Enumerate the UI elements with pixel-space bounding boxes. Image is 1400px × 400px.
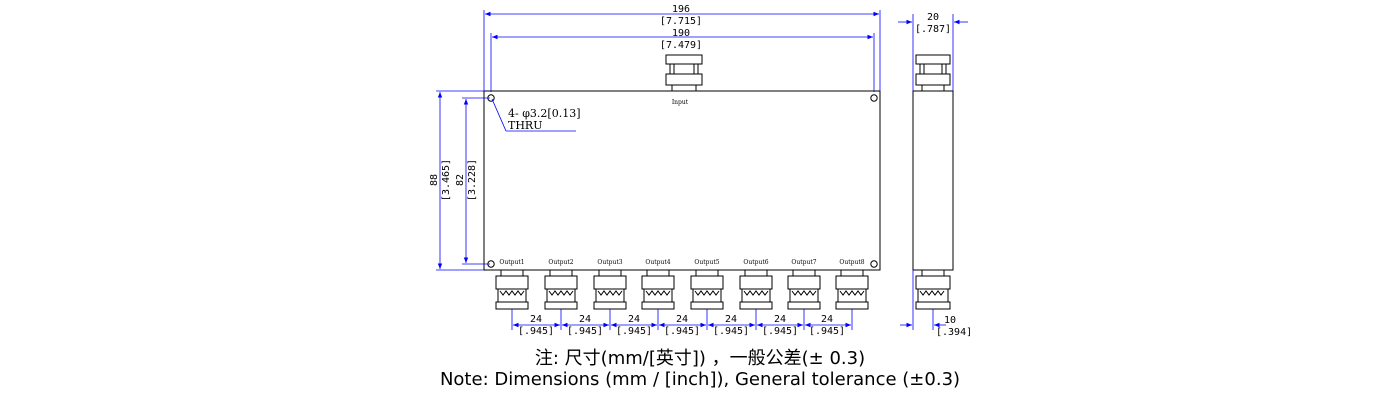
divider-body [483,90,881,271]
pitch-dimension-lines [511,309,853,330]
pitch-dim-7: 24 [.945] [809,314,845,337]
power-divider-drawing: Input 4- φ3.2[0.13] THRU Output1 Output2… [429,4,972,338]
output-label: Output8 [839,259,864,266]
pitch-inch: [.945] [567,326,603,337]
output-label: Output5 [694,259,719,266]
output-label: Output2 [548,259,573,266]
pitch-mm: 24 [725,314,737,325]
output-label: Output7 [791,259,816,266]
hole-spacing-height-inch: [3.228] [467,159,478,201]
hole-callout-line2: THRU [508,119,542,132]
side-offset-mm: 10 [944,315,956,326]
pitch-mm: 24 [530,314,542,325]
overall-height-mm: 88 [429,174,440,186]
output-connector [690,269,724,310]
hole-leader [491,98,507,132]
pitch-dim-6: 24 [.945] [762,314,798,337]
overall-width-inch: [7.715] [660,16,702,27]
mounting-hole-tr [870,94,878,102]
output-connector [835,269,869,310]
hole-callout-line1: 4- φ3.2[0.13] [508,107,580,120]
side-offset-inch: [.394] [936,327,972,338]
side-output-connector [915,269,951,310]
hole-spacing-height-mm: 82 [455,174,466,186]
output-labels: Output1 Output2 Output3 Output4 Output5 … [499,259,864,266]
hole-spacing-width-mm: 190 [672,28,690,39]
overall-width-mm: 196 [672,4,690,15]
output-pitch-dimensions: 24 [.945] 24 [.945] 24 [.945] 24 [.945] … [518,314,845,337]
pitch-dim-1: 24 [.945] [518,314,554,337]
pitch-inch: [.945] [762,326,798,337]
caption-chinese: 注: 尺寸(mm/[英寸]) ，一般公差(± 0.3) [534,348,866,369]
output-connector [641,269,675,310]
pitch-mm: 24 [628,314,640,325]
output-connectors [495,269,869,310]
pitch-mm: 24 [676,314,688,325]
output-connector [739,269,773,310]
output-connector [544,269,578,310]
pitch-mm: 24 [821,314,833,325]
output-label: Output1 [499,259,524,266]
pitch-inch: [.945] [616,326,652,337]
pitch-dim-2: 24 [.945] [567,314,603,337]
pitch-mm: 24 [579,314,591,325]
pitch-dim-4: 24 [.945] [664,314,700,337]
input-connector [665,54,703,92]
mounting-hole-br [870,260,878,268]
side-view-body [912,90,954,271]
side-width-mm: 20 [927,12,939,23]
caption-english: Note: Dimensions (mm / [inch]), General … [439,369,961,390]
output-connector [593,269,627,310]
side-width-inch: [.787] [915,24,951,35]
side-input-connector [915,54,951,92]
pitch-mm: 24 [774,314,786,325]
pitch-dim-3: 24 [.945] [616,314,652,337]
pitch-inch: [.945] [518,326,554,337]
output-connector [787,269,821,310]
output-label: Output3 [597,259,622,266]
pitch-inch: [.945] [713,326,749,337]
overall-height-inch: [3.465] [441,159,452,201]
input-label: Input [672,99,689,106]
output-label: Output4 [645,259,670,266]
output-connector [495,269,529,310]
pitch-inch: [.945] [809,326,845,337]
pitch-dim-5: 24 [.945] [713,314,749,337]
hole-spacing-width-inch: [7.479] [660,40,702,51]
output-label: Output6 [743,259,768,266]
pitch-inch: [.945] [664,326,700,337]
